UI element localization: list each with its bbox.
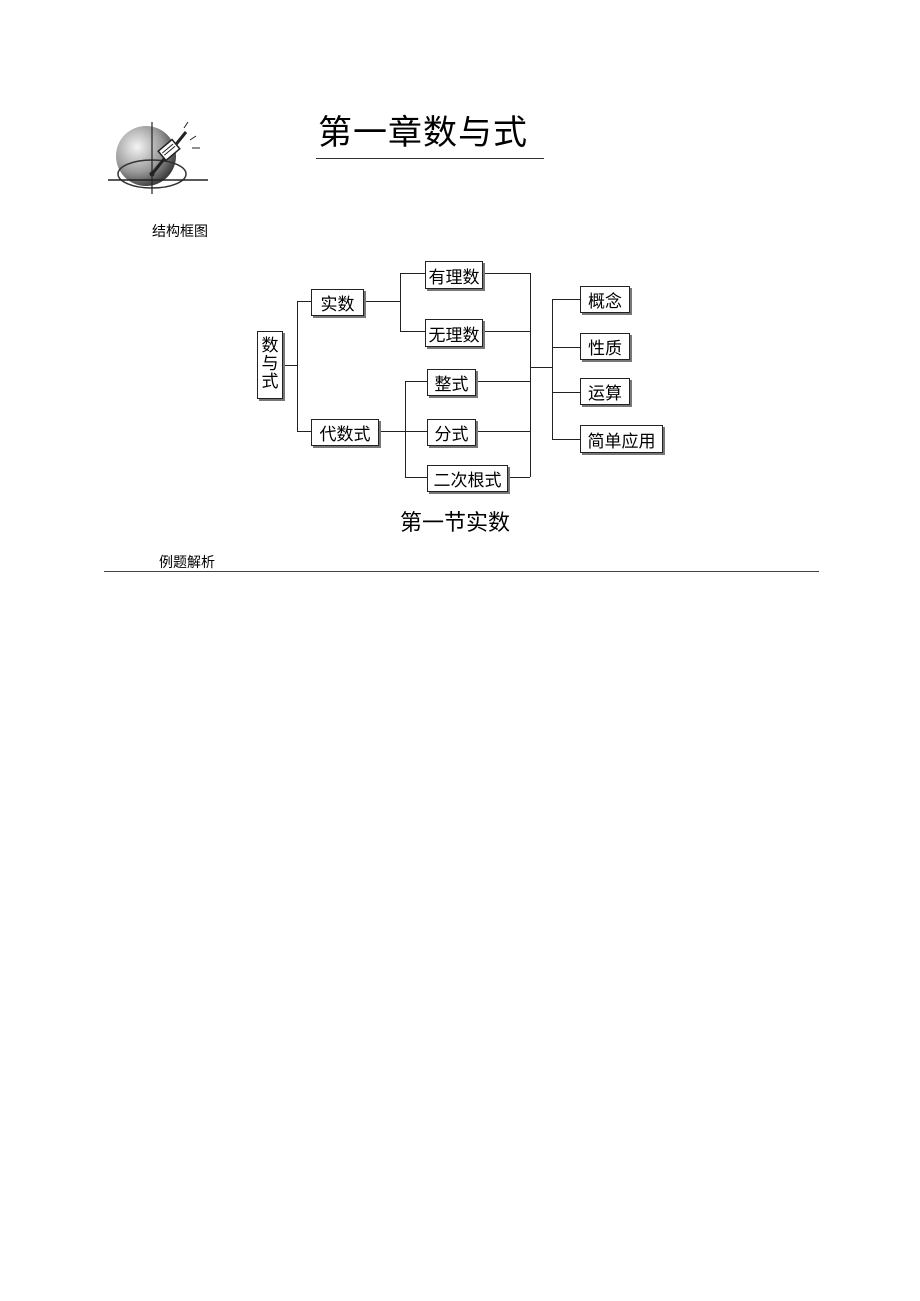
node-radical: 二次根式	[427, 465, 508, 492]
structure-diagram: 数 与 式 实数 代数式 有理数 无理数 整式 分式 二次根式 概念 性质 运算…	[255, 255, 670, 495]
node-irrational-numbers: 无理数	[425, 319, 483, 347]
node-root-char: 数	[261, 336, 279, 357]
node-numbers-and-expressions: 数 与 式	[257, 331, 283, 399]
node-simple-application: 简单应用	[580, 425, 663, 453]
node-polynomial: 整式	[427, 369, 476, 396]
node-concept: 概念	[580, 286, 630, 313]
node-property: 性质	[580, 333, 630, 360]
section-title: 第一节实数	[400, 511, 511, 536]
node-rational-numbers: 有理数	[425, 261, 483, 289]
node-root-char: 与	[261, 354, 279, 375]
title-underline	[316, 158, 544, 159]
node-real-numbers: 实数	[311, 289, 364, 316]
horizontal-rule	[104, 571, 819, 572]
node-fraction: 分式	[427, 419, 476, 446]
node-operation: 运算	[580, 378, 630, 405]
chapter-title: 第一章数与式	[318, 113, 528, 153]
compass-drawing-icon	[108, 121, 208, 194]
framework-caption: 结构框图	[152, 224, 208, 240]
examples-caption: 例题解析	[159, 555, 215, 571]
node-algebraic-expressions: 代数式	[311, 419, 379, 446]
node-root-char: 式	[261, 371, 279, 392]
